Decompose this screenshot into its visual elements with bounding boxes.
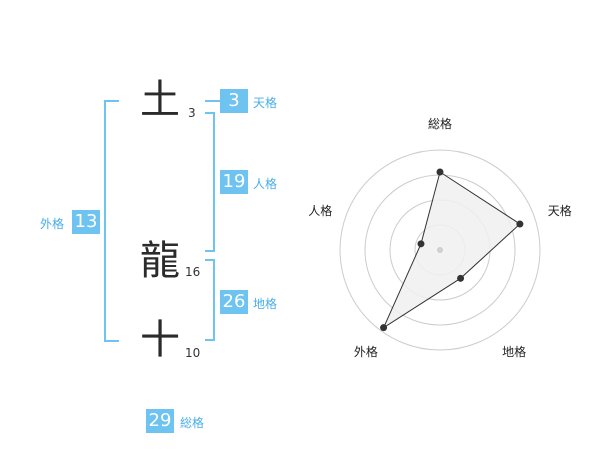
chikaku-value: 26 xyxy=(220,290,248,314)
radar-axis-label-1: 総格 xyxy=(428,116,452,131)
stroke-count-2: 16 xyxy=(185,265,201,279)
radar-axis-label-5: 人格 xyxy=(308,203,332,218)
radar-polygon xyxy=(382,171,521,330)
stroke-count-1: 3 xyxy=(188,106,196,120)
name-char-1: 土 xyxy=(140,77,180,123)
radar-point-2 xyxy=(516,220,524,228)
soukaku-value: 29 xyxy=(146,409,174,433)
radar-center xyxy=(437,247,443,253)
stroke-count-3: 10 xyxy=(185,346,201,360)
jinkaku-label: 人格 xyxy=(253,177,278,191)
radar-axis-label-4: 外格 xyxy=(354,344,378,359)
jinkaku-bracket xyxy=(205,112,215,252)
tenkaku-label: 天格 xyxy=(253,96,278,110)
radar-point-5 xyxy=(417,240,425,248)
tenkaku-value: 3 xyxy=(220,89,248,113)
name-char-2: 龍 xyxy=(140,238,180,284)
gaikaku-bracket xyxy=(104,100,119,342)
radar-point-1 xyxy=(436,168,444,176)
name-char-3: 十 xyxy=(140,317,180,363)
jinkaku-value: 19 xyxy=(220,170,248,194)
chikaku-label: 地格 xyxy=(253,297,278,311)
radar-point-4 xyxy=(380,324,388,332)
gaikaku-value: 13 xyxy=(72,210,100,234)
tenkaku-connector xyxy=(205,100,220,102)
gaikaku-label: 外格 xyxy=(40,217,65,231)
radar-ring-4 xyxy=(339,149,541,351)
radar-axis-label-2: 天格 xyxy=(548,203,572,218)
soukaku-label: 総格 xyxy=(180,416,205,430)
radar-point-3 xyxy=(457,274,465,282)
chikaku-bracket xyxy=(205,259,215,341)
radar-axis-label-3: 地格 xyxy=(502,344,526,359)
